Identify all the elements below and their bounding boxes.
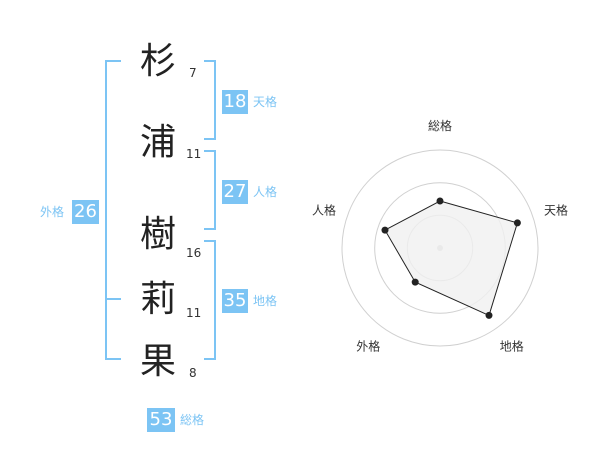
radar-axis-label-1: 総格 [428, 118, 452, 133]
radar-axis-label-3: 地格 [500, 339, 524, 354]
radar-ring-3 [341, 149, 539, 347]
name-char-3: 樹 [139, 214, 176, 255]
gaikaku-label: 外格 [40, 205, 65, 219]
radar-area [384, 200, 519, 317]
stroke-count-2: 11 [186, 147, 202, 161]
chikaku-label: 地格 [253, 294, 278, 308]
chikaku-bracket [204, 240, 216, 360]
jinkaku-label: 人格 [253, 185, 278, 199]
tenkaku-value-badge: 18 [222, 90, 248, 114]
gaikaku-bracket [105, 60, 121, 360]
jinkaku-value-badge: 27 [222, 180, 248, 204]
stroke-count-5: 8 [189, 366, 197, 380]
jinkaku-bracket [204, 150, 216, 230]
tenkaku-bracket [204, 60, 216, 140]
stroke-count-1: 7 [189, 66, 197, 80]
radar-axis-label-4: 外格 [356, 339, 380, 354]
radar-point-1 [436, 197, 444, 205]
name-char-5: 果 [139, 341, 176, 382]
radar-point-4 [411, 278, 419, 286]
radar-axis-label-5: 人格 [312, 202, 336, 217]
soukaku-label: 総格 [180, 413, 205, 427]
name-char-1: 杉 [139, 41, 176, 82]
radar-point-3 [485, 311, 493, 319]
gaikaku-bracket-mid-tick [105, 298, 121, 300]
radar-point-5 [381, 226, 389, 234]
name-char-4: 莉 [139, 279, 176, 320]
tenkaku-label: 天格 [253, 95, 278, 109]
name-char-2: 浦 [139, 122, 176, 163]
chikaku-value-badge: 35 [222, 289, 248, 313]
stroke-count-3: 16 [186, 246, 202, 260]
radar-axis-label-2: 天格 [544, 202, 568, 217]
gaikaku-value-badge: 26 [72, 200, 99, 224]
soukaku-value-badge: 53 [147, 408, 175, 432]
stroke-count-4: 11 [186, 306, 202, 320]
radar-point-2 [513, 219, 521, 227]
